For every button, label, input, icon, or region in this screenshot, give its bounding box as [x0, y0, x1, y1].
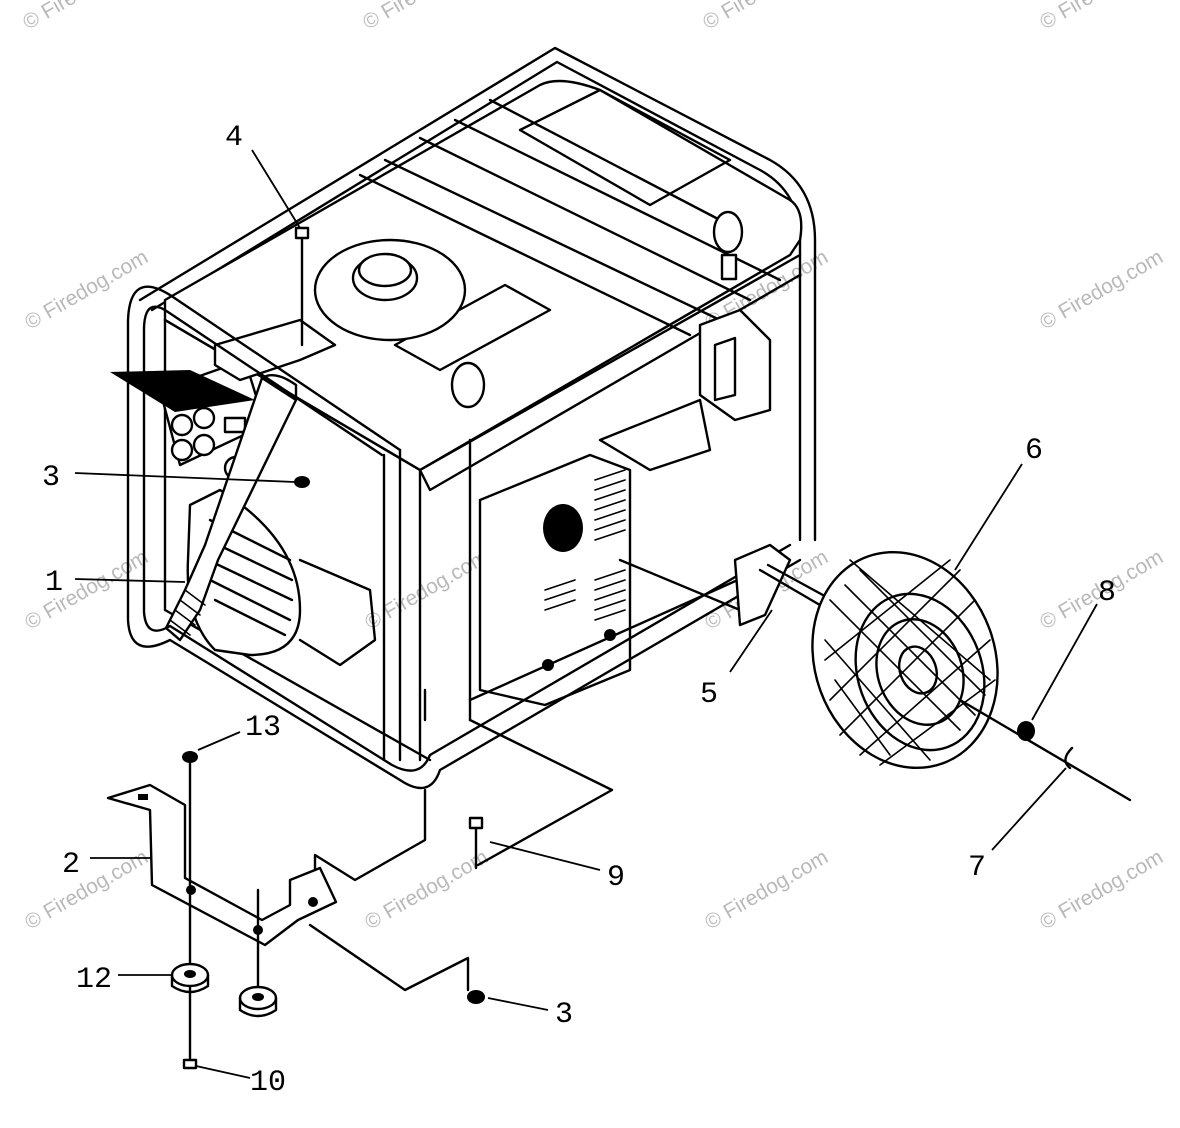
callout-2: 2 — [62, 848, 80, 882]
callout-labels: 4 3 1 5 6 8 7 13 2 9 12 3 10 — [42, 121, 1116, 1100]
loose-parts — [106, 226, 1132, 1070]
watermark: © Firedog.com — [21, 245, 152, 334]
watermark: © Firedog.com — [701, 845, 832, 934]
callout-10: 10 — [250, 1066, 286, 1100]
callout-3-upper: 3 — [42, 461, 60, 495]
callout-12: 12 — [76, 963, 112, 997]
generator-body — [110, 46, 817, 790]
callout-6: 6 — [1025, 434, 1043, 468]
watermark: © Firedog.com — [1036, 245, 1167, 334]
callout-1: 1 — [45, 566, 63, 600]
watermark: © Firedog.com — [19, 0, 150, 34]
watermark: © Firedog.com — [699, 0, 830, 34]
callout-9: 9 — [607, 861, 625, 895]
callout-5: 5 — [700, 678, 718, 712]
callout-3-lower: 3 — [555, 998, 573, 1032]
watermark: © Firedog.com — [1036, 845, 1167, 934]
callout-7: 7 — [968, 851, 986, 885]
watermark: © Firedog.com — [359, 0, 490, 34]
leader-lines — [74, 149, 1098, 1079]
watermark: © Firedog.com — [21, 545, 152, 634]
callout-4: 4 — [225, 121, 243, 155]
watermark: © Firedog.com — [1036, 0, 1167, 34]
callout-8: 8 — [1098, 576, 1116, 610]
callout-13: 13 — [245, 711, 281, 745]
watermark: © Firedog.com — [361, 845, 492, 934]
watermark: © Firedog.com — [361, 545, 492, 634]
